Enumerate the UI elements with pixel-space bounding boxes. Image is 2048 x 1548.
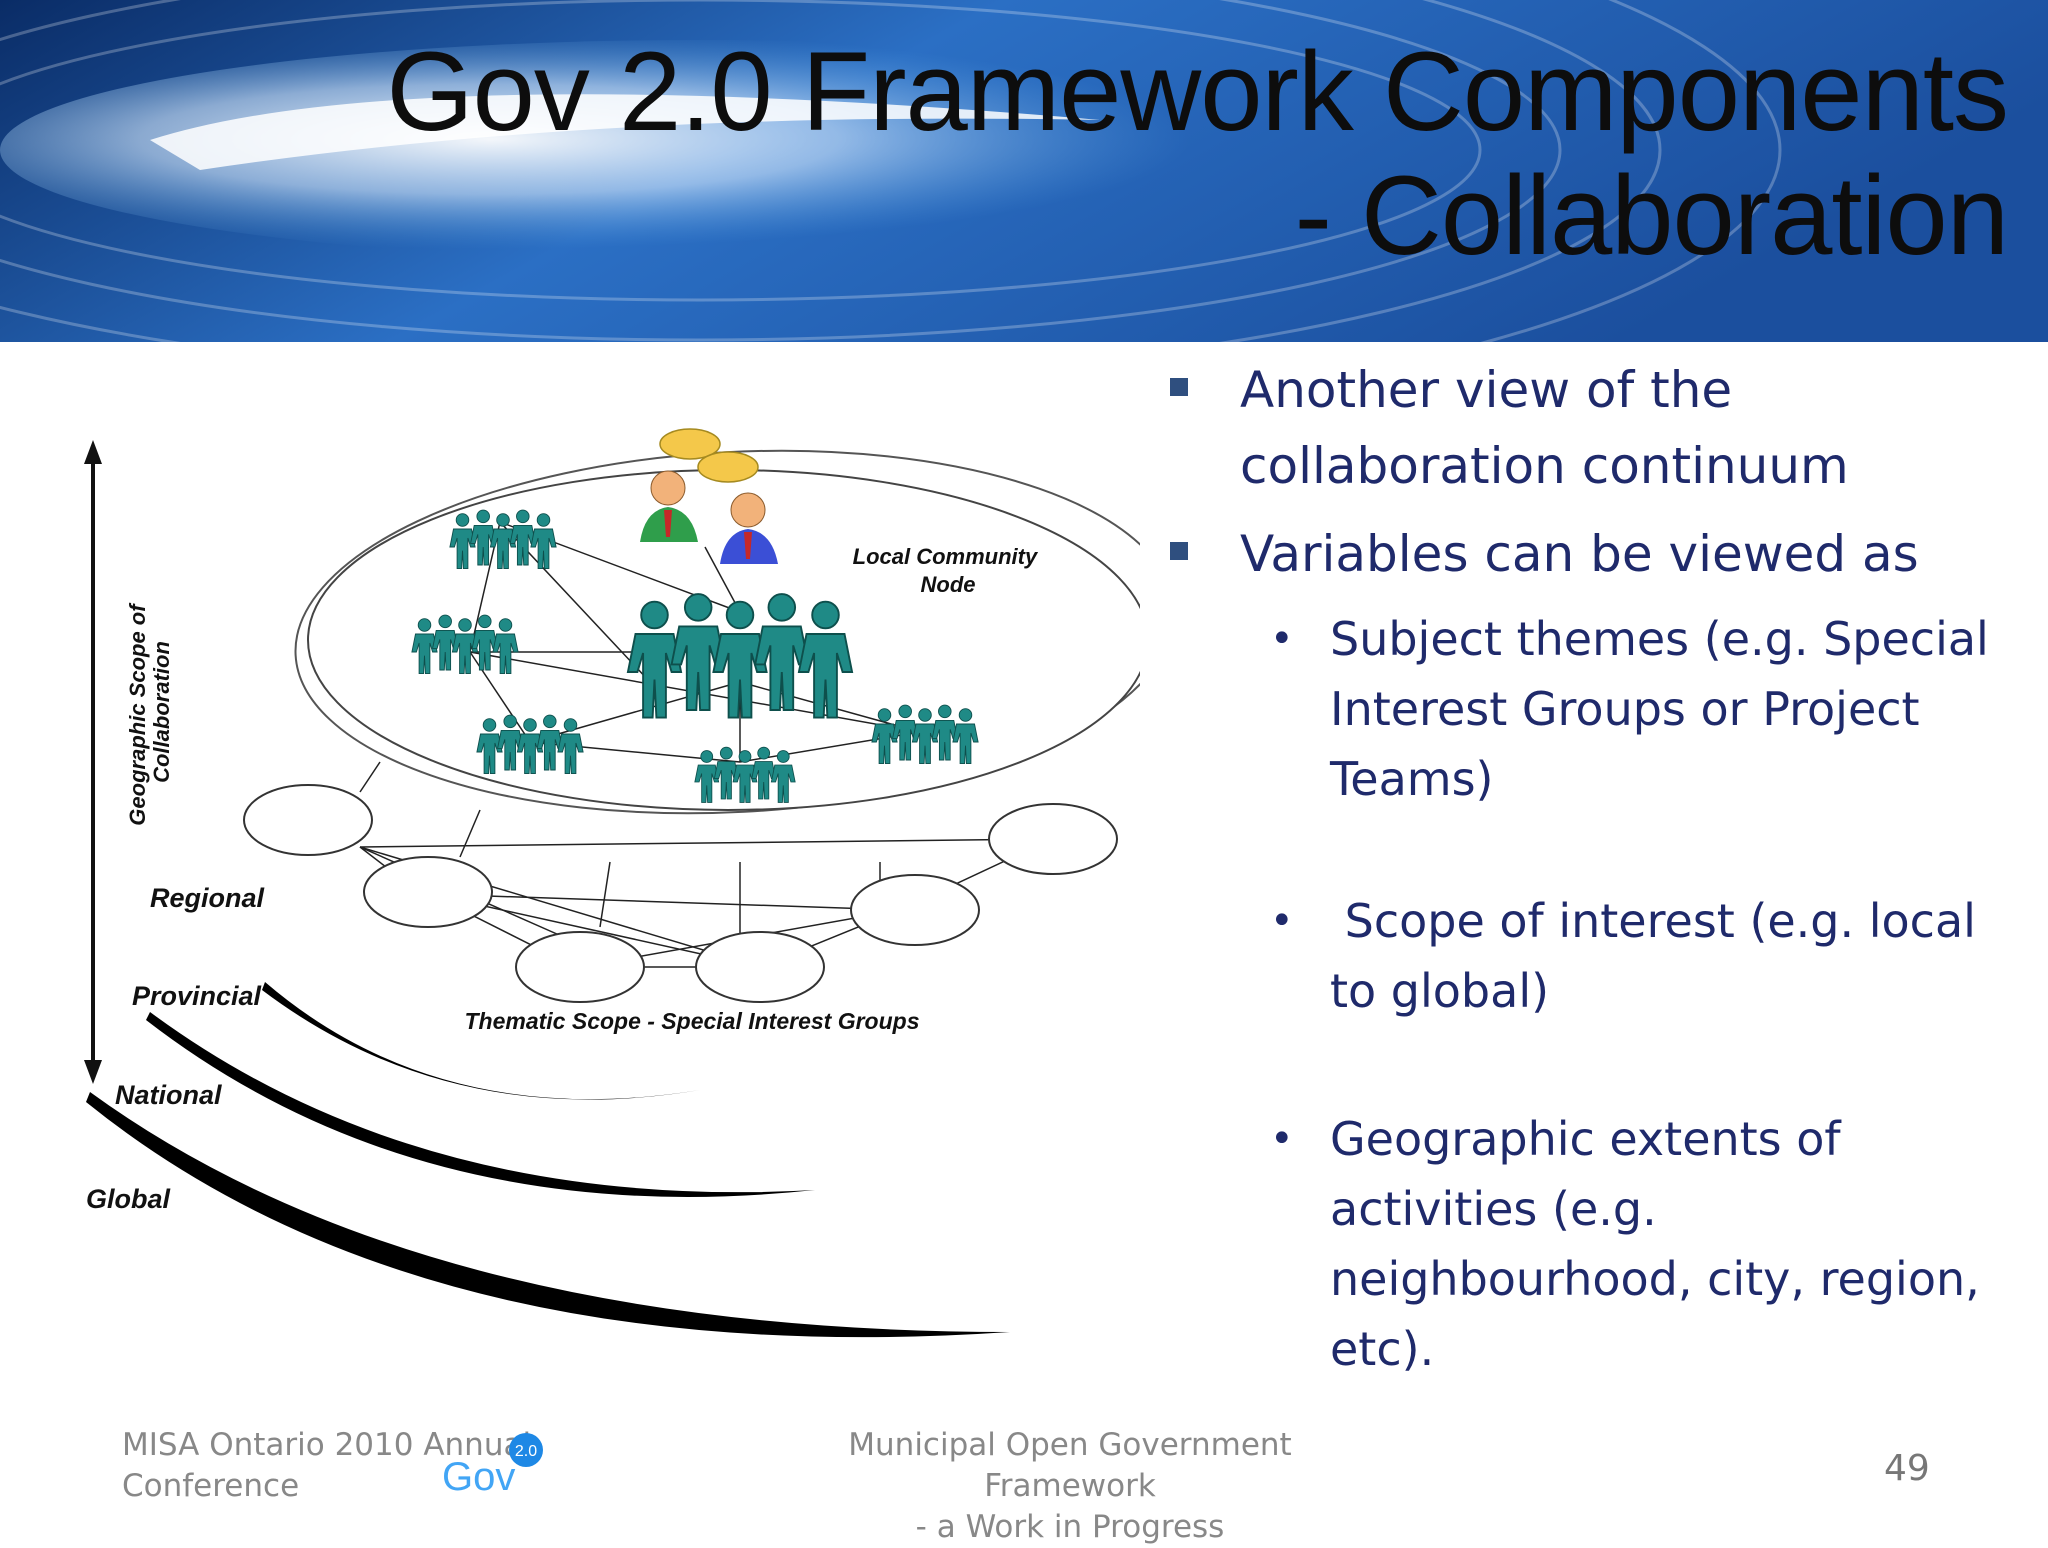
dot-bullet-icon: • xyxy=(1270,616,1294,662)
sub-bullet-3: •Geographic extents of activities (e.g. … xyxy=(1160,1104,2020,1384)
title-line-2: - Collaboration xyxy=(1294,153,2009,278)
node-label: Local Community Node xyxy=(853,544,1044,597)
level-national: National xyxy=(115,1080,222,1110)
small-nodes xyxy=(243,784,1118,1003)
speech-bubble-icon xyxy=(659,428,759,483)
axis-label: Geographic Scope of Collaboration xyxy=(125,598,174,825)
collaboration-diagram: Geographic Scope of Collaboration Region… xyxy=(84,428,1140,1338)
bullet-list: Another view of the collaboration contin… xyxy=(1160,352,2020,1384)
person-icon xyxy=(640,470,778,564)
footer-conference: MISA Ontario 2010 Annual Conference xyxy=(122,1427,532,1504)
svg-text:2.0: 2.0 xyxy=(515,1443,537,1460)
level-global: Global xyxy=(86,1184,171,1214)
sub-bullet-1: •Subject themes (e.g. Special Interest G… xyxy=(1160,604,2020,814)
page-number: 49 xyxy=(1884,1448,1930,1489)
bullet-2: Variables can be viewed as xyxy=(1160,516,2020,592)
dot-bullet-icon: • xyxy=(1270,898,1294,944)
svg-text:Gov: Gov xyxy=(442,1455,515,1499)
bullet-1: Another view of the collaboration contin… xyxy=(1160,352,2020,504)
scope-arcs xyxy=(86,982,1010,1338)
gov20-logo: 2.0 Gov xyxy=(442,1433,543,1499)
square-bullet-icon xyxy=(1170,542,1188,560)
slide-title: Gov 2.0 Framework Components - Collabora… xyxy=(386,29,2009,278)
level-regional: Regional xyxy=(150,883,265,913)
sub-bullet-2: • Scope of interest (e.g. local to globa… xyxy=(1160,886,2020,1026)
footer-framework: Municipal Open Government Framework - a … xyxy=(848,1427,1292,1545)
dot-bullet-icon: • xyxy=(1270,1116,1294,1162)
title-banner xyxy=(0,0,2048,342)
vertical-axis xyxy=(84,440,102,1084)
title-line-1: Gov 2.0 Framework Components xyxy=(386,29,2009,154)
square-bullet-icon xyxy=(1170,378,1188,396)
thematic-label: Thematic Scope - Special Interest Groups xyxy=(464,1008,919,1034)
level-provincial: Provincial xyxy=(132,981,262,1011)
